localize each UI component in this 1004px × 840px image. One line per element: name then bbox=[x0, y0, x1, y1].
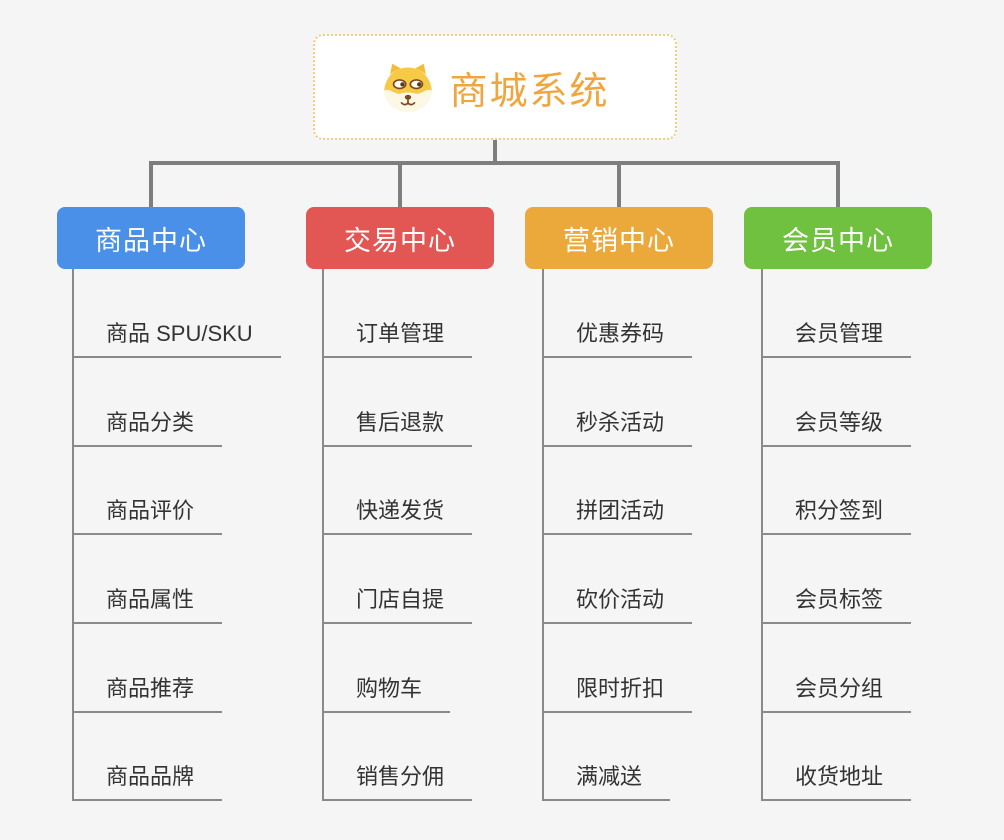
branch-drop-connector bbox=[149, 163, 153, 207]
child-node[interactable]: 商品分类 bbox=[72, 407, 223, 447]
branch-node-product-center[interactable]: 商品中心 bbox=[57, 207, 245, 269]
root-title: 商城系统 bbox=[449, 70, 610, 113]
child-node[interactable]: 商品评价 bbox=[72, 495, 223, 535]
child-node[interactable]: 秒杀活动 bbox=[542, 407, 693, 447]
child-node[interactable]: 会员标签 bbox=[761, 584, 912, 624]
child-node[interactable]: 收货地址 bbox=[761, 761, 912, 801]
child-node[interactable]: 商品 SPU/SKU bbox=[72, 318, 281, 358]
branch-node-trade-center[interactable]: 交易中心 bbox=[306, 207, 494, 269]
child-node[interactable]: 限时折扣 bbox=[542, 673, 693, 713]
child-node[interactable]: 会员等级 bbox=[761, 407, 912, 447]
child-node[interactable]: 拼团活动 bbox=[542, 495, 693, 535]
child-node[interactable]: 优惠券码 bbox=[542, 318, 693, 358]
child-node[interactable]: 砍价活动 bbox=[542, 584, 693, 624]
child-node[interactable]: 购物车 bbox=[322, 673, 451, 713]
child-node[interactable]: 商品推荐 bbox=[72, 673, 223, 713]
branch-label: 交易中心 bbox=[344, 225, 456, 256]
branch-drop-connector bbox=[836, 163, 840, 207]
branch-drop-connector bbox=[617, 163, 621, 207]
shiba-dog-icon bbox=[384, 63, 433, 113]
child-node[interactable]: 会员分组 bbox=[761, 673, 912, 713]
child-node[interactable]: 销售分佣 bbox=[322, 761, 473, 801]
branch-node-member-center[interactable]: 会员中心 bbox=[744, 207, 932, 269]
branch-label: 会员中心 bbox=[782, 225, 894, 256]
branch-label: 商品中心 bbox=[95, 225, 207, 256]
child-node[interactable]: 售后退款 bbox=[322, 407, 473, 447]
child-node[interactable]: 满减送 bbox=[542, 761, 671, 801]
root-stub-connector bbox=[493, 140, 497, 163]
child-node[interactable]: 积分签到 bbox=[761, 495, 912, 535]
child-node[interactable]: 会员管理 bbox=[761, 318, 912, 358]
child-node[interactable]: 门店自提 bbox=[322, 584, 473, 624]
child-node[interactable]: 订单管理 bbox=[322, 318, 473, 358]
child-node[interactable]: 商品属性 bbox=[72, 584, 223, 624]
branch-bus-connector bbox=[149, 161, 840, 165]
branch-drop-connector bbox=[398, 163, 402, 207]
root-node[interactable]: 商城系统 bbox=[313, 34, 677, 140]
child-node[interactable]: 快递发货 bbox=[322, 495, 473, 535]
child-node[interactable]: 商品品牌 bbox=[72, 761, 223, 801]
branch-node-marketing-center[interactable]: 营销中心 bbox=[525, 207, 713, 269]
branch-label: 营销中心 bbox=[563, 225, 675, 256]
